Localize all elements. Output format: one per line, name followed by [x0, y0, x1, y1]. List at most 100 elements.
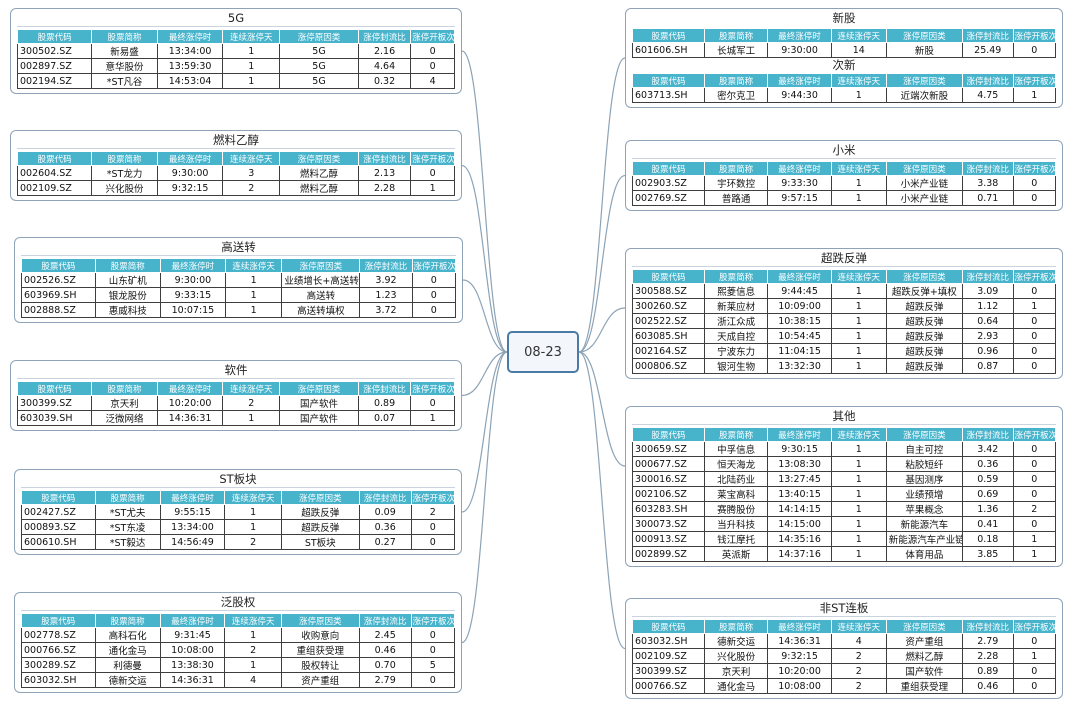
table-cell: 新易盛 — [91, 43, 158, 59]
table-cell: 新莱应材 — [703, 298, 769, 314]
table-cell: 9:30:00 — [767, 42, 832, 58]
table-cell: 浙江众成 — [703, 313, 769, 329]
table-cell: 2.45 — [358, 627, 412, 643]
table-cell: 超跌反弹 — [280, 504, 360, 520]
table-cell: 高送转填权 — [281, 302, 361, 318]
table-cell: 10:20:00 — [767, 663, 832, 679]
table-cell: 0.09 — [358, 504, 412, 520]
column-header: 涨停原因类 — [885, 28, 963, 43]
table-cell: 5G — [279, 58, 359, 74]
table-cell: 13:08:30 — [767, 456, 832, 472]
table-cell: 当升科技 — [703, 516, 769, 532]
table-cell: 9:30:00 — [159, 272, 226, 288]
table-cell: 1 — [222, 73, 281, 89]
table-cell: 10:54:45 — [767, 328, 832, 344]
table-cell: 1 — [410, 180, 455, 196]
column-header: 涨停开板次 — [1012, 269, 1057, 284]
table-cell: 002106.SZ — [632, 486, 705, 502]
column-header: 最终涨停时 — [767, 161, 832, 176]
table-cell: 1 — [224, 302, 283, 318]
table-cell: 2 — [224, 534, 282, 550]
table-header-row: 股票代码股票简称最终涨停时连续涨停天涨停原因类涨停封流比涨停开板次 — [16, 381, 455, 396]
column-header: 涨停原因类 — [885, 269, 963, 284]
table-cell: 苹果概念 — [885, 501, 963, 517]
table-cell: 1 — [830, 190, 887, 206]
table-header-row: 股票代码股票简称最终涨停时连续涨停天涨停原因类涨停封流比涨停开板次 — [632, 28, 1057, 43]
table-cell: 1 — [224, 504, 282, 520]
table-cell: 北陆药业 — [703, 471, 769, 487]
column-header: 连续涨停天 — [224, 613, 282, 628]
table-cell: 603969.SH — [21, 287, 96, 303]
table-cell: 0 — [410, 627, 456, 643]
table-cell: 0 — [411, 272, 457, 288]
column-header: 最终涨停时 — [767, 269, 832, 284]
column-header: 最终涨停时 — [159, 258, 226, 273]
table-cell: 603032.SH — [21, 672, 96, 688]
column-header: 股票代码 — [632, 161, 705, 176]
table-cell: 1 — [224, 657, 282, 673]
table-cell: 13:32:30 — [767, 358, 832, 374]
table-cell: 0 — [1012, 343, 1057, 359]
table-cell: 0 — [1012, 516, 1057, 532]
table-cell: 002897.SZ — [16, 58, 93, 74]
table-cell: 9:44:45 — [767, 283, 832, 299]
connector-line — [461, 351, 508, 644]
table-cell: 0 — [1012, 328, 1057, 344]
column-header: 股票简称 — [703, 269, 769, 284]
table-cell: 德新交运 — [94, 672, 161, 688]
table-cell: 2.28 — [357, 180, 412, 196]
table-cell: 英派斯 — [703, 546, 769, 562]
table-cell: 14:53:04 — [156, 73, 224, 89]
table-cell: 3.09 — [961, 283, 1014, 299]
table-cell: 9:32:15 — [156, 180, 224, 196]
central-node[interactable]: 08-23 — [507, 331, 579, 373]
table-cell: 1 — [830, 328, 887, 344]
table-cell: 兴化股份 — [703, 648, 769, 664]
column-header: 股票简称 — [91, 381, 158, 396]
column-header: 最终涨停时 — [767, 73, 832, 88]
table-cell: 1 — [1012, 87, 1057, 103]
table-cell: 0.59 — [961, 471, 1014, 487]
table-cell: 3.42 — [961, 441, 1014, 457]
column-header: 股票代码 — [632, 28, 705, 43]
table-cell: 0 — [410, 43, 455, 59]
table-cell: 2.93 — [961, 328, 1014, 344]
topic-title: 小米 — [632, 144, 1056, 159]
table-cell: 4.64 — [357, 58, 412, 74]
table-cell: 2.79 — [961, 633, 1014, 649]
column-header: 涨停开板次 — [410, 490, 456, 505]
column-header: 股票代码 — [21, 613, 96, 628]
column-header: 股票代码 — [16, 381, 93, 396]
column-header: 股票简称 — [703, 619, 769, 634]
table-cell: 002164.SZ — [632, 343, 705, 359]
column-header: 最终涨停时 — [767, 427, 832, 442]
table-cell: 603713.SH — [632, 87, 705, 103]
table-cell: 0 — [411, 302, 457, 318]
connector-line — [461, 50, 508, 353]
table-cell: 惠威科技 — [94, 302, 161, 318]
table-cell: 5 — [410, 657, 456, 673]
table-cell: 0 — [1012, 358, 1057, 374]
table-cell: 高科石化 — [94, 627, 161, 643]
table-cell: *ST凡谷 — [91, 73, 158, 89]
topic-subtitle: 次新 — [832, 58, 856, 72]
table-cell: 4.75 — [961, 87, 1014, 103]
